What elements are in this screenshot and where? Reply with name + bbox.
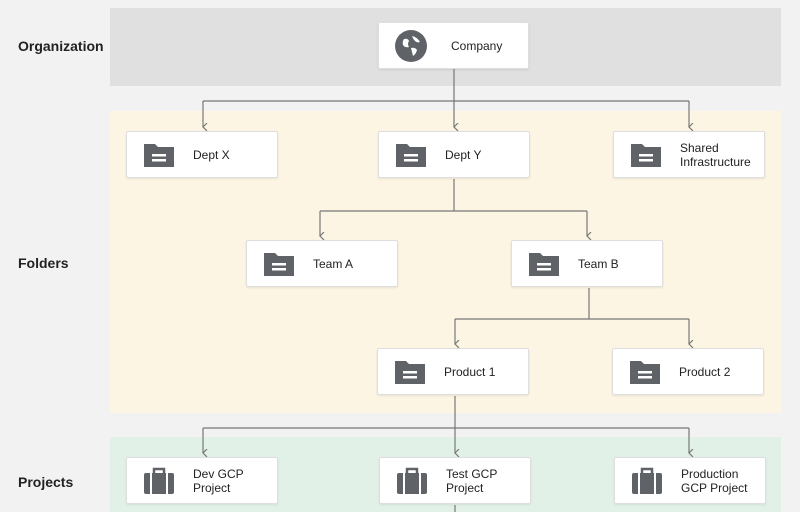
node-label: Team B xyxy=(578,256,619,271)
folder-icon xyxy=(529,252,559,276)
node-label: Production GCP Project xyxy=(681,466,748,495)
node-test-gcp-project[interactable]: Test GCP Project xyxy=(379,457,531,504)
node-team-a[interactable]: Team A xyxy=(246,240,398,287)
node-shared-infrastructure[interactable]: Shared Infrastructure xyxy=(613,131,765,178)
briefcase-icon xyxy=(632,467,662,494)
node-label: Shared Infrastructure xyxy=(680,140,751,169)
row-label-folders: Folders xyxy=(18,255,69,271)
briefcase-icon xyxy=(397,467,427,494)
node-label: Dept X xyxy=(193,147,230,162)
node-team-b[interactable]: Team B xyxy=(511,240,663,287)
node-dev-gcp-project[interactable]: Dev GCP Project xyxy=(126,457,278,504)
row-label-organization: Organization xyxy=(18,38,104,54)
node-label: Team A xyxy=(313,256,354,271)
row-label-projects: Projects xyxy=(18,474,74,490)
node-label: Dept Y xyxy=(445,147,482,162)
node-label: Test GCP Project xyxy=(446,466,498,495)
briefcase-icon xyxy=(144,467,174,494)
node-dept-y[interactable]: Dept Y xyxy=(378,131,530,178)
folder-icon xyxy=(264,252,294,276)
folder-icon xyxy=(631,143,661,167)
folder-icon xyxy=(396,143,426,167)
node-product-1[interactable]: Product 1 xyxy=(377,348,529,395)
node-company[interactable]: Company xyxy=(378,22,529,69)
node-dept-x[interactable]: Dept X xyxy=(126,131,278,178)
folder-icon xyxy=(144,143,174,167)
node-label: Product 1 xyxy=(444,364,496,379)
node-label: Dev GCP Project xyxy=(193,466,244,495)
node-production-gcp-project[interactable]: Production GCP Project xyxy=(614,457,766,504)
folder-icon xyxy=(395,360,425,384)
folder-icon xyxy=(630,360,660,384)
node-label: Company xyxy=(451,38,503,53)
globe-icon xyxy=(395,29,427,62)
node-label: Product 2 xyxy=(679,364,731,379)
node-product-2[interactable]: Product 2 xyxy=(612,348,764,395)
